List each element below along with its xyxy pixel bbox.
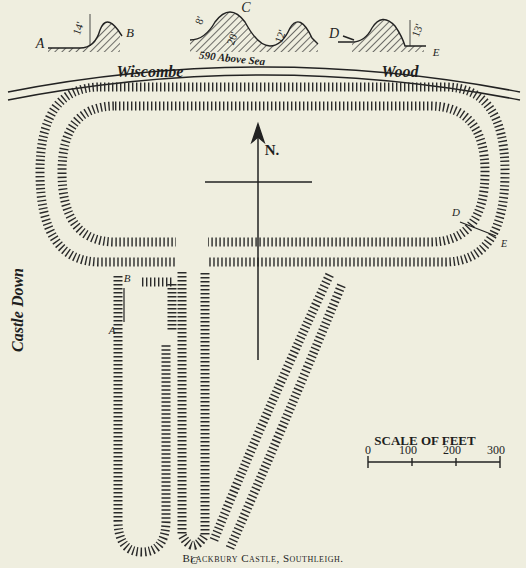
section-letter: B (124, 273, 131, 284)
entrance-gap (176, 234, 208, 270)
section-profiles (48, 12, 426, 52)
section-lines (124, 222, 496, 322)
place-name: Castle Down (10, 268, 26, 352)
dimension: 13' (410, 22, 425, 38)
scale-number: 100 (399, 444, 417, 456)
north-label: N. (265, 143, 280, 158)
scale-number: 0 (365, 444, 371, 456)
rampart-hachures (40, 87, 505, 262)
scale-bar (368, 456, 500, 468)
section-letter: D (329, 27, 339, 41)
scale-number: 200 (443, 444, 461, 456)
place-name: Wood (381, 64, 418, 80)
dimension: 8' (194, 15, 207, 26)
section-letter: D (452, 207, 460, 218)
section-letter: C (241, 1, 250, 15)
section-letter: B (126, 26, 134, 39)
section-letter: E (433, 47, 440, 58)
caption: Blackbury Castle, Southleigh. (183, 553, 344, 564)
section-letter: A (109, 325, 116, 336)
scale-number: 300 (487, 444, 505, 456)
section-letter: A (36, 37, 45, 51)
section-letter: E (501, 239, 507, 249)
dimension: 14' (71, 20, 86, 36)
annex-hachures (118, 272, 342, 552)
north-arrow (205, 124, 312, 360)
place-name: Wiscombe (117, 64, 184, 80)
